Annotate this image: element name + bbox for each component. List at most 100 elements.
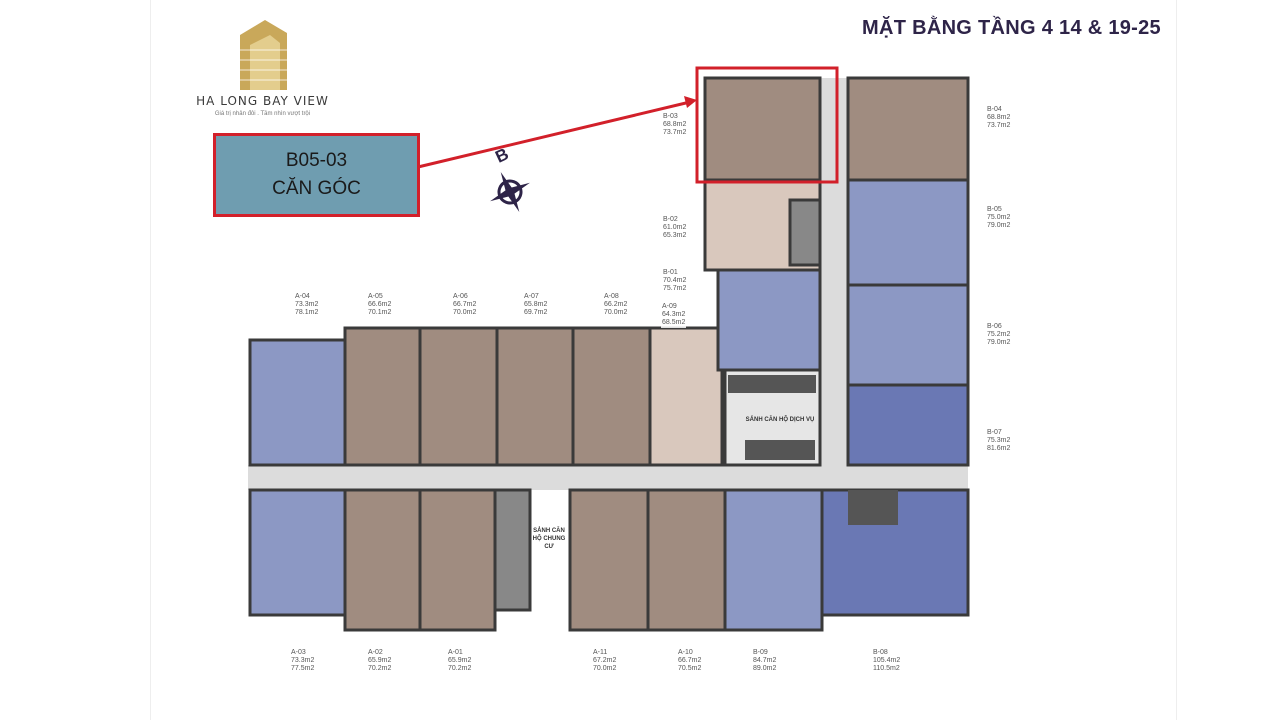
unit-label-area1: 68.8m2 (987, 114, 1011, 121)
unit-B-04[interactable] (846, 76, 970, 182)
unit-label-area1: 75.0m2 (987, 214, 1011, 221)
service-lobby-label: SẢNH CĂN HỘ DỊCH VỤ (745, 417, 815, 423)
unit-label-area2: 75.7m2 (663, 285, 687, 292)
unit-label-area2: 79.0m2 (987, 222, 1011, 229)
unit-B-09[interactable] (723, 488, 824, 632)
unit-label-code: B-04 (987, 106, 1002, 113)
unit-label-area2: 89.0m2 (753, 665, 777, 672)
unit-label-code: A-04 (295, 293, 310, 300)
unit-A-02[interactable] (343, 488, 422, 632)
unit-A-10[interactable] (646, 488, 727, 632)
unit-label-area2: 73.7m2 (663, 129, 687, 136)
unit-label-area2: 70.0m2 (593, 665, 617, 672)
unit-label-code: B-09 (753, 649, 768, 656)
unit-B-07[interactable] (846, 383, 970, 467)
unit-label-area1: 65.8m2 (524, 301, 548, 308)
unit-label-area1: 66.7m2 (678, 657, 702, 664)
unit-label-area2: 70.2m2 (368, 665, 392, 672)
stair-core (493, 488, 532, 612)
unit-label-area2: 69.7m2 (524, 309, 548, 316)
unit-label-area2: 70.5m2 (678, 665, 702, 672)
unit-label-code: A-10 (678, 649, 693, 656)
unit-A-07[interactable] (495, 326, 575, 467)
callout-unit-code: B05-03 (285, 150, 348, 171)
unit-label-area1: 75.2m2 (987, 331, 1011, 338)
unit-label-area2: 73.7m2 (987, 122, 1011, 129)
unit-A-03[interactable] (248, 488, 347, 617)
unit-label-area2: 70.2m2 (448, 665, 472, 672)
highlight-box (695, 66, 839, 184)
unit-B-01[interactable] (716, 268, 822, 372)
unit-label-code: B-01 (663, 269, 678, 276)
unit-label-code: B-03 (663, 113, 678, 120)
unit-label-code: A-05 (368, 293, 383, 300)
unit-B-03[interactable] (703, 76, 822, 182)
unit-label-area1: 75.3m2 (987, 437, 1011, 444)
unit-label-area1: 68.8m2 (663, 121, 687, 128)
unit-label-code: B-02 (663, 216, 678, 223)
brand-slogan: Giá trị nhân đôi . Tầm nhìn vượt trội (214, 111, 311, 117)
unit-label-area2: 70.1m2 (368, 309, 392, 316)
unit-label-code: A-09 (662, 303, 677, 310)
unit-label-code: A-02 (368, 649, 383, 656)
unit-label-area1: 70.4m2 (663, 277, 687, 284)
unit-B-06[interactable] (846, 283, 970, 387)
unit-label-area1: 67.2m2 (593, 657, 617, 664)
unit-label-area2: 70.0m2 (604, 309, 628, 316)
unit-label-area2: 68.5m2 (662, 319, 686, 326)
unit-callout: B05-03 CĂN GÓC (213, 133, 420, 217)
corridor-vertical (820, 78, 848, 490)
unit-label-area1: 64.3m2 (662, 311, 686, 318)
unit-A-01[interactable] (418, 488, 497, 632)
unit-label-area1: 73.3m2 (291, 657, 315, 664)
unit-label-area2: 79.0m2 (987, 339, 1011, 346)
unit-label-code: A-07 (524, 293, 539, 300)
unit-label-area2: 70.0m2 (453, 309, 477, 316)
unit-label-code: A-06 (453, 293, 468, 300)
unit-A-09[interactable] (648, 326, 724, 467)
unit-label-code: A-01 (448, 649, 463, 656)
unit-label-code: B-05 (987, 206, 1002, 213)
unit-label-area2: 65.3m2 (663, 232, 687, 239)
page-title: MẶT BẰNG TẦNG 4 14 & 19-25 (862, 17, 1161, 39)
unit-label-code: B-08 (873, 649, 888, 656)
unit-A-11[interactable] (568, 488, 650, 632)
unit-B-05[interactable] (846, 178, 970, 287)
unit-label-code: B-06 (987, 323, 1002, 330)
stair-core-b (788, 198, 822, 267)
unit-label-area1: 65.9m2 (368, 657, 392, 664)
unit-A-04[interactable] (248, 338, 347, 467)
unit-label-area2: 81.6m2 (987, 445, 1011, 452)
unit-A-08[interactable] (571, 326, 652, 467)
unit-A-06[interactable] (418, 326, 499, 467)
unit-label-area2: 77.5m2 (291, 665, 315, 672)
unit-label-code: A-08 (604, 293, 619, 300)
unit-label-area1: 105.4m2 (873, 657, 901, 664)
unit-label-area1: 66.7m2 (453, 301, 477, 308)
unit-label-code: A-11 (593, 649, 608, 656)
unit-label-area1: 73.3m2 (295, 301, 319, 308)
unit-label-area1: 66.6m2 (368, 301, 392, 308)
unit-label-area1: 84.7m2 (753, 657, 777, 664)
unit-label-area1: 65.9m2 (448, 657, 472, 664)
unit-A-05[interactable] (343, 326, 422, 467)
unit-label-code: B-07 (987, 429, 1002, 436)
callout-unit-type: CĂN GÓC (272, 178, 361, 199)
unit-label-area1: 61.0m2 (663, 224, 687, 231)
